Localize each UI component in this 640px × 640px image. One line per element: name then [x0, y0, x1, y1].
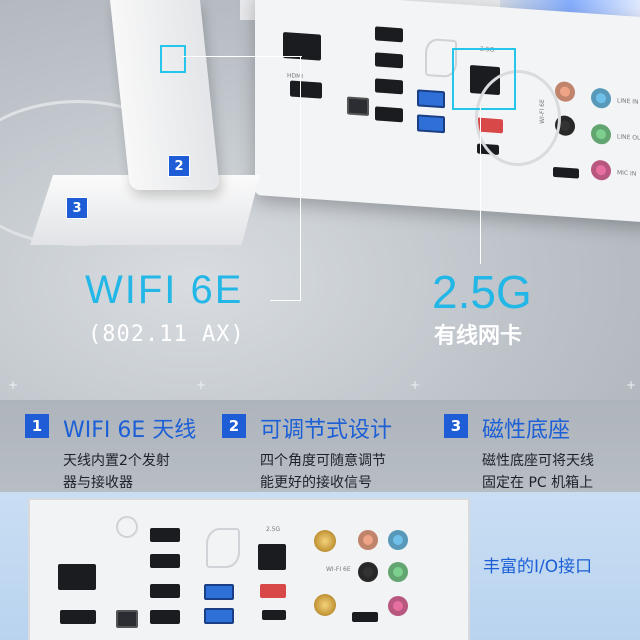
io-antenna-connector-1	[314, 530, 336, 552]
hdmi-port	[290, 80, 322, 99]
io-section: 2.5G WI-FI 6E 丰富的I/O接口	[0, 492, 640, 640]
io-lan-label: 2.5G	[266, 526, 281, 533]
io-usb-c-2	[352, 612, 378, 622]
feature-row: 1 WIFI 6E 天线 天线内置2个发射 器与接收器 2 可调节式设计 四个角…	[0, 400, 640, 492]
wifi-antenna	[110, 0, 220, 190]
usb-port-1	[375, 26, 403, 43]
plus-mark-1: +	[8, 378, 19, 392]
io-audio-blue	[388, 530, 408, 550]
io-usb-c-1	[262, 610, 286, 620]
io-rog-logo	[206, 528, 240, 568]
io-usb3-2	[204, 608, 234, 624]
hero-section: HDMI 2.5G WI-FI 6E LINE IN LINE OUT MIC …	[0, 0, 640, 400]
leader-line-v	[300, 56, 301, 300]
feature-1-number: 1	[25, 414, 49, 438]
feature-2-title: 可调节式设计	[260, 418, 393, 443]
io-audio-black	[358, 562, 378, 582]
leader-line-h	[182, 56, 302, 57]
bios-button	[347, 96, 369, 116]
feature-2-desc-line-1: 四个角度可随意调节	[260, 453, 386, 469]
usb-port-4	[375, 106, 403, 123]
mic-in-label: MIC IN	[617, 169, 637, 178]
wifi-subtitle: (802.11 AX)	[88, 322, 245, 347]
audio-jack-blue	[591, 87, 611, 109]
feature-2-desc: 四个角度可随意调节 能更好的接收信号	[260, 450, 386, 494]
usb3-port-2	[417, 114, 445, 134]
line-in-label: LINE IN	[617, 97, 639, 106]
lan-highlight	[452, 48, 516, 110]
io-audio-orange	[358, 530, 378, 550]
feature-3-desc-line-2: 固定在 PC 机箱上	[482, 475, 594, 491]
io-label: 丰富的I/O接口	[483, 557, 593, 577]
feature-2-number: 2	[222, 414, 246, 438]
feature-3-title: 磁性底座	[482, 418, 571, 443]
io-flashback-icon	[116, 516, 138, 538]
io-usb-1	[150, 528, 180, 542]
io-ethernet	[258, 544, 286, 570]
io-shield: 2.5G WI-FI 6E	[28, 498, 470, 640]
io-audio-green	[388, 562, 408, 582]
lan-title: 2.5G	[432, 266, 532, 318]
usb-c-port-2	[553, 166, 579, 179]
io-audio-pink	[388, 596, 408, 616]
usb-port-2	[375, 52, 403, 69]
wifi-title: WIFI 6E	[85, 268, 244, 312]
io-hdmi	[60, 610, 96, 624]
feature-1-desc-line-1: 天线内置2个发射	[63, 453, 170, 469]
usb-port-3	[375, 78, 403, 95]
feature-3-number: 3	[444, 414, 468, 438]
audio-jack-green	[591, 123, 611, 145]
lan-leader-line	[480, 106, 481, 264]
feature-1-desc-line-2: 器与接收器	[63, 475, 133, 491]
line-out-label: LINE OUT	[617, 133, 640, 143]
lan-subtitle: 有线网卡	[434, 324, 523, 349]
io-displayport	[58, 564, 96, 590]
io-wifi-label: WI-FI 6E	[326, 566, 351, 573]
feature-3-desc-line-1: 磁性底座可将天线	[482, 453, 594, 469]
io-bios-button	[116, 610, 138, 628]
audio-jack-orange	[555, 80, 575, 103]
plus-mark-2: +	[196, 378, 207, 392]
feature-1-desc: 天线内置2个发射 器与接收器	[63, 450, 170, 494]
leader-line-end	[270, 300, 301, 301]
io-usb3-1	[204, 584, 234, 600]
io-usb-4	[150, 610, 180, 624]
plus-mark-3: +	[410, 378, 421, 392]
audio-jack-pink	[591, 159, 611, 181]
callout-2: 2	[168, 155, 190, 177]
antenna-coax-cable	[475, 70, 561, 166]
feature-3-desc: 磁性底座可将天线 固定在 PC 机箱上	[482, 450, 594, 494]
feature-1-title: WIFI 6E 天线	[63, 418, 197, 443]
plus-mark-4: +	[626, 378, 637, 392]
io-usb-3	[150, 584, 180, 598]
io-usb-2	[150, 554, 180, 568]
callout-3: 3	[66, 197, 88, 219]
io-antenna-connector-2	[314, 594, 336, 616]
antenna-highlight	[160, 45, 186, 73]
feature-2-desc-line-2: 能更好的接收信号	[260, 475, 372, 491]
motherboard-io: HDMI 2.5G WI-FI 6E LINE IN LINE OUT MIC …	[255, 0, 640, 223]
io-usb-red	[260, 584, 286, 598]
usb3-port-1	[417, 89, 445, 109]
